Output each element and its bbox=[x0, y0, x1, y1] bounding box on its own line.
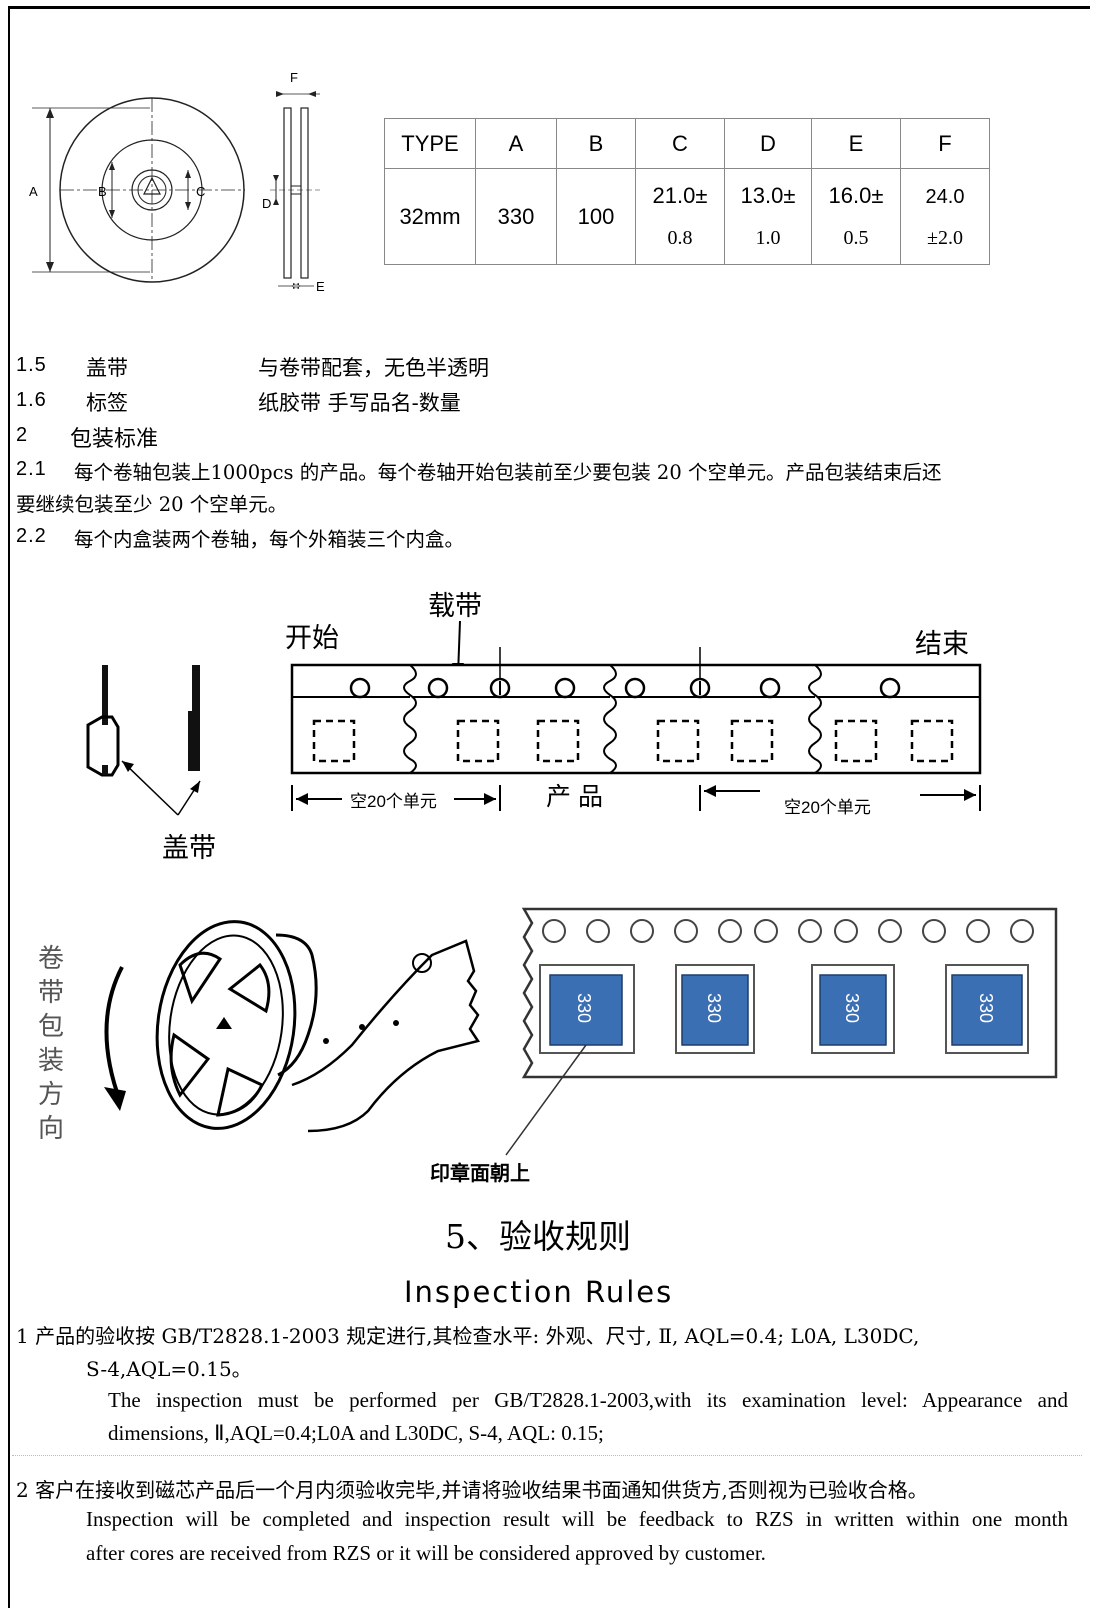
reel-spec-table: TYPE A B C D E F 32mm 330 100 21.0± 0.8 1… bbox=[384, 118, 990, 265]
d-value: 13.0± bbox=[740, 183, 796, 208]
section-number: 2 bbox=[16, 424, 29, 446]
cell-d: 13.0± 1.0 bbox=[724, 168, 812, 265]
chip-marking: 330 bbox=[842, 993, 862, 1023]
header-b: B bbox=[556, 118, 636, 169]
cell-c: 21.0± 0.8 bbox=[635, 168, 725, 265]
dim-label-c: C bbox=[196, 184, 205, 199]
section-title-en: Inspection Rules bbox=[404, 1275, 674, 1309]
cell-type: 32mm bbox=[384, 168, 476, 265]
stamp-face-up-label: 印章面朝上 bbox=[430, 1161, 530, 1185]
item-name: 盖带 bbox=[86, 356, 128, 380]
header-e: E bbox=[811, 118, 901, 169]
empty-units-left-label: 空20个单元 bbox=[350, 792, 437, 811]
header-f: F bbox=[900, 118, 990, 169]
rule-1-cn: 1 产品的验收按 GB/T2828.1-2003 规定进行,其检查水平: 外观、… bbox=[16, 1324, 920, 1348]
rule-2-en-cont: after cores are received from RZS or it … bbox=[86, 1541, 766, 1565]
header-a: A bbox=[475, 118, 557, 169]
paragraph-text: 每个内盒装两个卷轴，每个外箱装三个内盒。 bbox=[74, 528, 465, 551]
dim-label-a: A bbox=[29, 184, 38, 199]
direction-char: 包 bbox=[38, 1011, 64, 1041]
rule-1-en-cont: dimensions, Ⅱ,AQL=0.4;L0A and L30DC, S-4… bbox=[108, 1421, 604, 1445]
reel-dimension-drawing: A B C F D E bbox=[29, 70, 325, 294]
dim-label-d: D bbox=[262, 196, 271, 211]
start-label: 开始 bbox=[285, 623, 339, 653]
dim-label-f: F bbox=[290, 70, 298, 85]
c-value: 21.0± bbox=[652, 183, 708, 208]
e-value: 16.0± bbox=[828, 183, 884, 208]
direction-char: 带 bbox=[38, 977, 64, 1007]
cell-a: 330 bbox=[475, 168, 557, 265]
direction-char: 卷 bbox=[38, 943, 64, 973]
item-desc: 纸胶带 手写品名-数量 bbox=[258, 391, 461, 415]
paragraph-number: 2.1 bbox=[16, 458, 47, 480]
cell-b: 100 bbox=[556, 168, 636, 265]
table-header-row: TYPE A B C D E F bbox=[384, 118, 990, 169]
f-value: 24.0 bbox=[925, 186, 965, 208]
divider bbox=[12, 1455, 1082, 1457]
item-name: 标签 bbox=[86, 391, 128, 415]
direction-char: 装 bbox=[38, 1045, 64, 1075]
item-number: 1.6 bbox=[16, 389, 47, 411]
direction-char: 方 bbox=[38, 1079, 64, 1109]
e-tolerance: 0.5 bbox=[843, 227, 869, 249]
paragraph-text: 每个卷轴包装上1000pcs 的产品。每个卷轴开始包装前至少要包装 20 个空单… bbox=[74, 461, 942, 484]
tape-packaging-diagram: 载带 开始 结束 bbox=[86, 591, 982, 863]
cell-e: 16.0± 0.5 bbox=[811, 168, 901, 265]
dim-label-b: B bbox=[98, 184, 107, 199]
d-tolerance: 1.0 bbox=[755, 227, 781, 249]
dim-label-e: E bbox=[316, 279, 325, 294]
header-d: D bbox=[724, 118, 812, 169]
cell-f: 24.0 ±2.0 bbox=[900, 168, 990, 265]
page-border-top bbox=[8, 6, 1090, 9]
section-title-cn: 5、验收规则 bbox=[445, 1217, 631, 1256]
cover-tape-label: 盖带 bbox=[162, 833, 216, 863]
chip-marking: 330 bbox=[574, 993, 594, 1023]
header-c: C bbox=[635, 118, 725, 169]
rule-1-cn-cont: S-4,AQL=0.15。 bbox=[86, 1357, 252, 1381]
rule-2-cn: 2 客户在接收到磁芯产品后一个月内须验收完毕,并请将验收结果书面通知供货方,否则… bbox=[16, 1478, 928, 1502]
empty-units-right-label: 空20个单元 bbox=[784, 798, 871, 817]
f-tolerance: ±2.0 bbox=[927, 227, 963, 249]
reel-direction-diagram: 卷 带 包 装 方 向 bbox=[38, 907, 1058, 1185]
direction-char: 向 bbox=[38, 1113, 64, 1143]
rule-2-en: Inspection will be completed and inspect… bbox=[86, 1507, 1068, 1531]
chip-marking: 330 bbox=[704, 993, 724, 1023]
item-number: 1.5 bbox=[16, 354, 47, 376]
carrier-tape-label: 载带 bbox=[428, 591, 482, 621]
item-desc: 与卷带配套，无色半透明 bbox=[258, 356, 489, 380]
section-title: 包装标准 bbox=[70, 427, 159, 452]
paragraph-number: 2.2 bbox=[16, 525, 47, 547]
c-tolerance: 0.8 bbox=[667, 227, 693, 249]
product-label: 产 品 bbox=[546, 783, 603, 811]
rule-1-en: The inspection must be performed per GB/… bbox=[108, 1388, 1068, 1412]
page-border-left bbox=[8, 6, 10, 1608]
chip-marking: 330 bbox=[976, 993, 996, 1023]
end-label: 结束 bbox=[915, 629, 969, 659]
header-type: TYPE bbox=[384, 118, 476, 169]
paragraph-text: 要继续包装至少 20 个空单元。 bbox=[16, 493, 288, 516]
table-row: 32mm 330 100 21.0±0.8 13.0±1.0 16.0±0.5 … bbox=[384, 168, 990, 265]
